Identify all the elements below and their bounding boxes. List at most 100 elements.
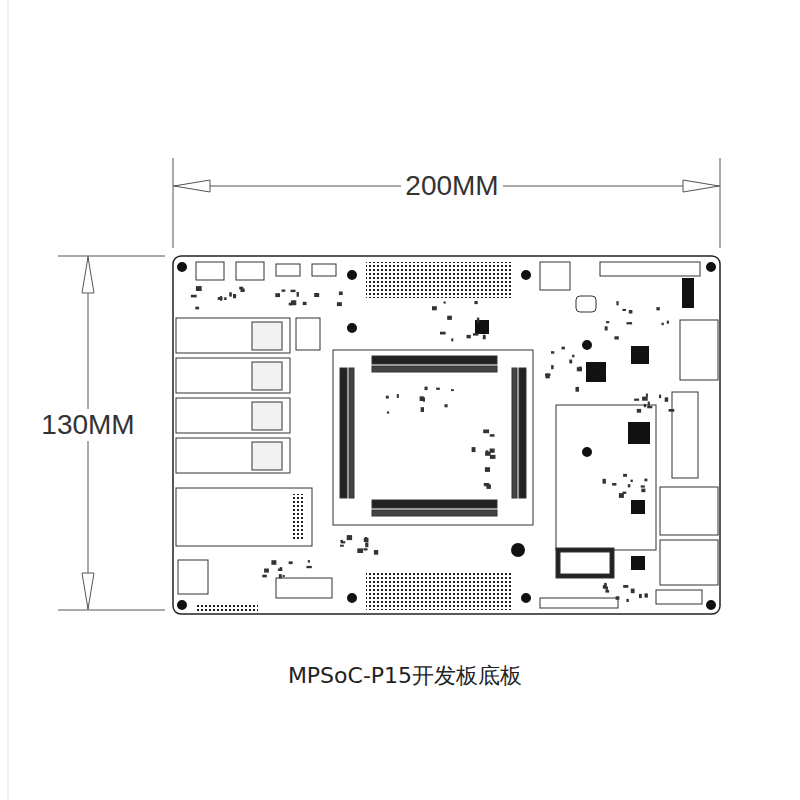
mounting-hole (705, 599, 717, 611)
ic-chip (586, 362, 606, 382)
smd-part (195, 307, 199, 310)
mounting-holes (176, 261, 717, 611)
smd-part (282, 290, 286, 292)
smd-part (623, 492, 627, 494)
connector (252, 322, 282, 350)
extension-line (720, 158, 721, 248)
smd-part (603, 479, 606, 484)
board-connector (372, 366, 497, 372)
smd-part (623, 474, 627, 477)
smd-part (629, 310, 633, 314)
smd-part (485, 452, 491, 456)
smd-part (628, 484, 631, 487)
smd-part (656, 307, 659, 310)
pin-array (366, 572, 511, 610)
smd-part (364, 548, 368, 550)
buzzer (510, 542, 526, 558)
smd-part (340, 545, 344, 547)
smd-part (308, 560, 310, 563)
sfp-cage (176, 358, 290, 393)
smd-part (606, 321, 609, 323)
smd-part (662, 323, 664, 326)
ic-chip (628, 422, 650, 444)
smd-part (341, 540, 344, 543)
smd-part (551, 351, 554, 354)
small-components (191, 286, 674, 602)
smd-part (365, 542, 368, 547)
smd-part (262, 575, 267, 578)
smd-part (291, 300, 296, 305)
smd-part (631, 589, 635, 594)
power-jack (236, 262, 264, 280)
connector (312, 264, 336, 276)
smd-part (551, 365, 554, 369)
mounting-hole (705, 261, 717, 273)
smd-part (644, 404, 646, 407)
sfp-cage (176, 438, 290, 473)
smd-part (616, 301, 618, 305)
board-parts (176, 262, 718, 612)
smd-part (631, 480, 633, 482)
smd-part (616, 596, 620, 600)
connector (540, 598, 618, 608)
smd-part (606, 587, 608, 590)
smd-part (627, 322, 633, 324)
pin-array (366, 262, 511, 298)
smd-part (451, 338, 453, 341)
dimension-label: 130MM (37, 409, 138, 441)
connector (600, 262, 700, 276)
dimension-label: 200MM (401, 170, 502, 202)
connector (276, 264, 300, 276)
smd-part (634, 399, 639, 401)
caption: MPSoC-P15开发板底板 (284, 663, 526, 688)
mounting-hole (176, 261, 188, 273)
extension-line (58, 256, 165, 257)
smd-part (474, 301, 477, 304)
smd-part (374, 550, 378, 555)
board-connector (372, 356, 497, 364)
smd-part (579, 367, 582, 370)
mounting-hole (520, 269, 532, 281)
smd-part (432, 306, 437, 310)
pcb-outline (173, 256, 720, 614)
connector (656, 590, 702, 604)
smd-part (218, 297, 223, 300)
hdmi-port (672, 392, 698, 478)
smd-part (637, 409, 641, 413)
ic-chip (631, 556, 645, 570)
smd-part (483, 335, 486, 340)
pin-header (296, 318, 320, 350)
smd-part (569, 360, 572, 364)
sfp-cage (176, 398, 290, 433)
smd-part (447, 316, 452, 320)
smd-part (472, 447, 476, 452)
power-jack (196, 262, 224, 280)
smd-part (623, 585, 628, 588)
smd-part (485, 467, 490, 472)
smd-part (644, 479, 647, 482)
connector (556, 548, 614, 578)
smd-part (545, 373, 549, 378)
switch (276, 578, 332, 598)
mounting-hole (520, 592, 532, 604)
smd-part (490, 434, 495, 437)
smd-part (271, 560, 276, 565)
smd-part (473, 333, 478, 335)
smd-part (576, 387, 580, 392)
smd-part (665, 397, 669, 401)
board-region (556, 405, 656, 550)
smd-part (667, 321, 669, 324)
smd-part (387, 411, 389, 413)
mounting-hole (346, 269, 358, 281)
smd-part (337, 302, 342, 306)
smd-part (280, 567, 282, 571)
connector (540, 262, 570, 290)
som-outline (333, 350, 533, 525)
smd-part (451, 389, 454, 391)
smd-part (291, 290, 296, 292)
smd-part (279, 574, 282, 578)
smd-part (605, 590, 609, 593)
pin-header (196, 604, 258, 612)
smd-part (605, 326, 608, 330)
board-connector (372, 500, 497, 508)
